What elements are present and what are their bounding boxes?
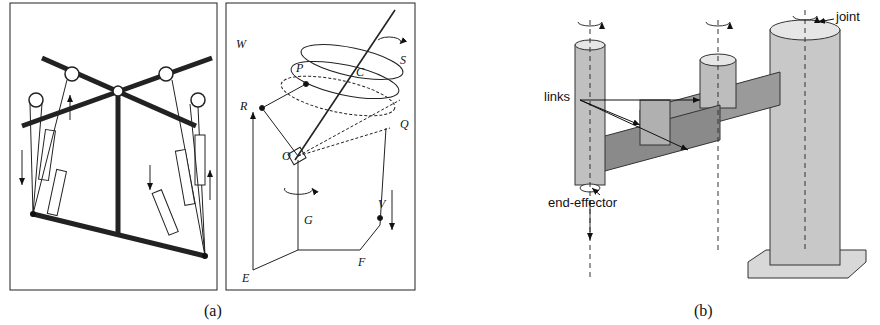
- parallel-mechanism: [10, 3, 217, 290]
- part-label: joint: [836, 10, 860, 24]
- part-label: end-effector: [548, 196, 617, 210]
- point-letter: S: [400, 54, 406, 67]
- panel-caption: (b): [694, 302, 713, 320]
- point-letter: W: [236, 38, 246, 51]
- point-letter: R: [240, 100, 247, 113]
- point-letter: F: [358, 256, 365, 269]
- point-letter: V: [378, 198, 385, 211]
- point-letter: G: [304, 214, 313, 227]
- point-letter: E: [242, 272, 249, 285]
- point-letter: C: [356, 66, 364, 79]
- point-letter: P: [296, 62, 303, 75]
- point-letter: O: [282, 150, 291, 163]
- scara-robot: [575, 10, 866, 280]
- point-letter: Q: [400, 118, 409, 131]
- geometry-sketch: [226, 3, 415, 290]
- panel-caption: (a): [204, 302, 222, 320]
- part-label: links: [544, 90, 570, 104]
